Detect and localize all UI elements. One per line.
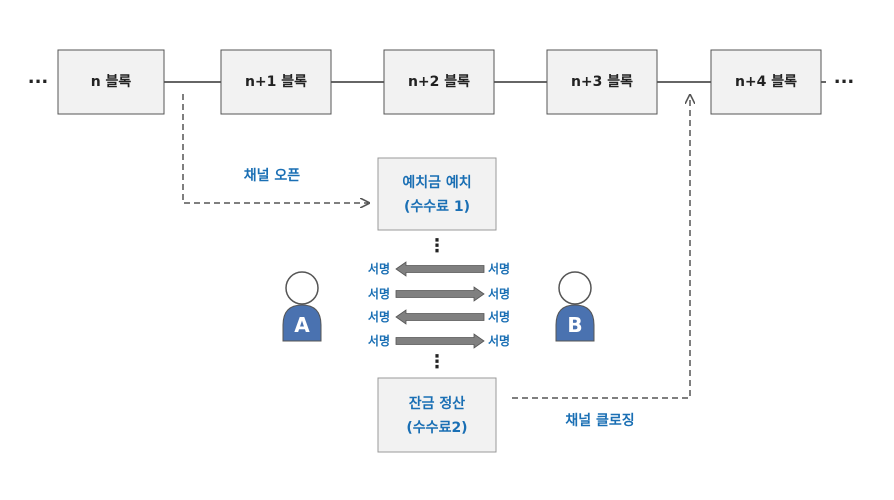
signature-label-right: 서명 (488, 333, 510, 348)
signature-label-right: 서명 (488, 261, 510, 276)
block-n-plus-3: n+3 블록 (546, 49, 658, 115)
settlement-title: 잔금 정산 (409, 395, 466, 412)
party-b-avatar: B (555, 271, 595, 342)
block-n-plus-2: n+2 블록 (383, 49, 495, 115)
signature-label-left: 서명 (368, 333, 390, 348)
signature-label-right: 서명 (488, 286, 510, 301)
party-a-head (285, 271, 319, 305)
signature-label-left: 서명 (368, 309, 390, 324)
signature-label-right: 서명 (488, 309, 510, 324)
block-n-label: n 블록 (91, 74, 132, 90)
signature-arrow-right (395, 286, 485, 302)
signature-label-left: 서명 (368, 261, 390, 276)
vertical-dots-top: ⋮ (428, 236, 446, 257)
party-b-body (555, 304, 595, 342)
signature-row-1: 서명 서명 (368, 261, 510, 277)
block-n-plus-3-label: n+3 블록 (571, 74, 633, 90)
deposit-fee: (수수료 1) (404, 199, 470, 215)
party-b-head (558, 271, 592, 305)
signature-arrow-left (395, 261, 485, 277)
block-n: n 블록 (57, 49, 165, 115)
channel-open-arrow (182, 94, 368, 203)
channel-close-arrow (512, 96, 690, 399)
signature-row-4: 서명 서명 (368, 333, 510, 349)
signature-label-left: 서명 (368, 286, 390, 301)
party-a-avatar: A (282, 271, 322, 342)
party-b-label: B (567, 313, 582, 337)
signature-arrow-left (395, 309, 485, 325)
party-a-label: A (294, 313, 310, 337)
channel-close-label: 채널 클로징 (565, 412, 634, 429)
deposit-title: 예치금 예치 (402, 175, 471, 191)
left-ellipsis: ··· (28, 72, 49, 93)
signature-row-2: 서명 서명 (368, 286, 510, 302)
settlement-fee: (수수료2) (406, 420, 467, 436)
signature-arrow-right (395, 333, 485, 349)
deposit-box: 예치금 예치 (수수료 1) (377, 157, 497, 231)
block-n-plus-2-label: n+2 블록 (408, 74, 470, 90)
block-n-plus-1: n+1 블록 (220, 49, 332, 115)
party-a-body (282, 304, 322, 342)
settlement-box: 잔금 정산 (수수료2) (377, 377, 497, 453)
right-ellipsis: ··· (834, 72, 855, 93)
block-n-plus-4-label: n+4 블록 (735, 74, 797, 90)
signature-row-3: 서명 서명 (368, 309, 510, 325)
vertical-dots-bottom: ⋮ (428, 352, 446, 373)
channel-open-label: 채널 오픈 (244, 168, 301, 184)
block-n-plus-1-label: n+1 블록 (245, 74, 307, 90)
block-n-plus-4: n+4 블록 (710, 49, 822, 115)
